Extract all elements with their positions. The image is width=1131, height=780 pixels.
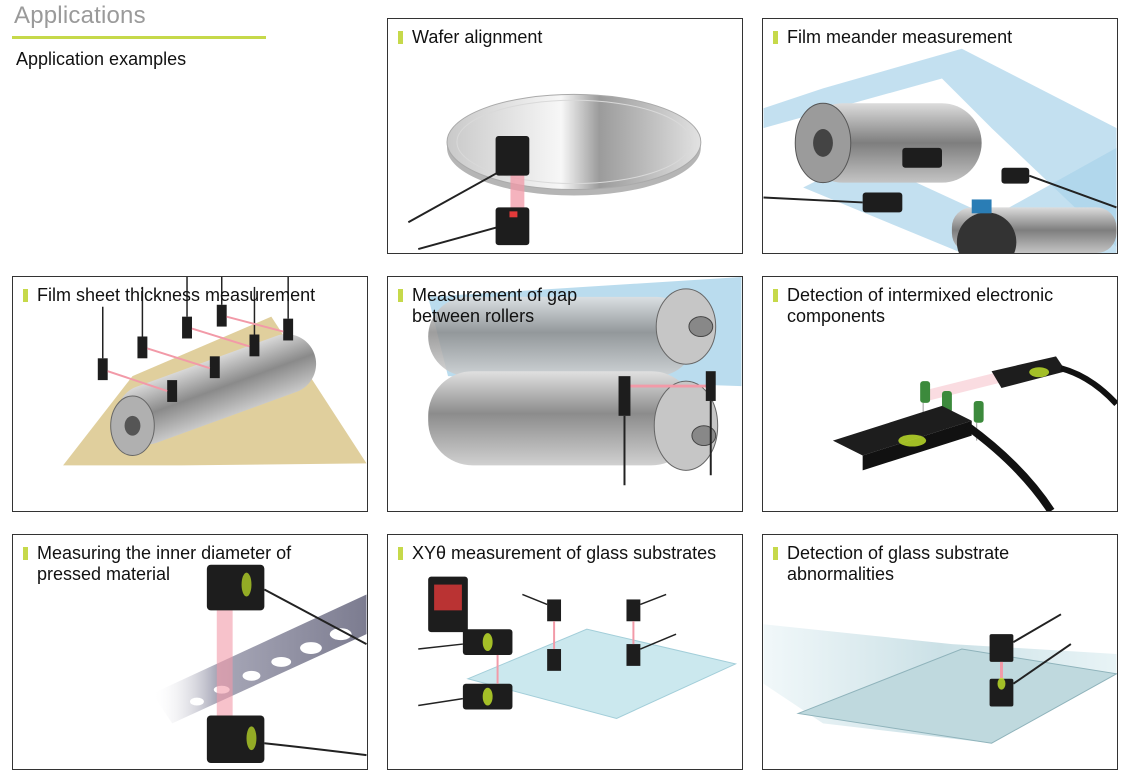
card-title: XYθ measurement of glass substrates — [398, 543, 734, 564]
glass-abnormalities-illustration — [763, 613, 1117, 744]
card-title: Detection of glass substrate abnormaliti… — [773, 543, 1109, 585]
card-title-text: XYθ measurement of glass substrates — [412, 543, 717, 563]
card-title-text: Wafer alignment — [412, 27, 543, 47]
card-title-text: Detection of glass substrate abnormaliti… — [787, 543, 1010, 584]
card-title-text: Detection of intermixed electronic compo… — [787, 285, 1054, 326]
bullet-marker — [773, 289, 778, 302]
roller-gap-illustration — [428, 277, 742, 486]
application-card-film-sheet-thickness: Film sheet thickness measurement — [12, 276, 368, 512]
film-thickness-illustration — [63, 277, 367, 466]
card-title-text: Measurement of gap between rollers — [412, 285, 578, 326]
intermixed-components-illustration — [832, 356, 1117, 511]
application-card-intermixed-components: Detection of intermixed electronic compo… — [762, 276, 1118, 512]
application-card-xytheta-glass: XYθ measurement of glass substrates — [387, 534, 743, 770]
bullet-marker — [773, 31, 778, 44]
page-title: Applications — [14, 2, 146, 29]
card-title-text: Measuring the inner diameter of pressed … — [37, 543, 292, 584]
bullet-marker — [398, 289, 403, 302]
application-card-wafer-alignment: Wafer alignment — [387, 18, 743, 254]
bullet-marker — [23, 547, 28, 560]
title-underline — [12, 36, 266, 39]
card-title: Wafer alignment — [398, 27, 734, 48]
card-title: Measuring the inner diameter of pressed … — [23, 543, 359, 585]
card-title-text: Film sheet thickness measurement — [37, 285, 316, 305]
card-title-text: Film meander measurement — [787, 27, 1013, 47]
card-title: Measurement of gap between rollers — [398, 285, 734, 327]
wafer-alignment-illustration — [407, 93, 702, 250]
application-card-roller-gap: Measurement of gap between rollers — [387, 276, 743, 512]
card-title: Film meander measurement — [773, 27, 1109, 48]
inner-diameter-illustration — [152, 564, 367, 764]
bullet-marker — [398, 547, 403, 560]
bullet-marker — [23, 289, 28, 302]
film-meander-illustration — [763, 48, 1117, 253]
page-subtitle: Application examples — [16, 49, 187, 69]
xytheta-glass-illustration — [418, 576, 738, 719]
bullet-marker — [773, 547, 778, 560]
bullet-marker — [398, 31, 403, 44]
application-card-inner-diameter: Measuring the inner diameter of pressed … — [12, 534, 368, 770]
card-title: Detection of intermixed electronic compo… — [773, 285, 1109, 327]
application-card-glass-abnormalities: Detection of glass substrate abnormaliti… — [762, 534, 1118, 770]
card-title: Film sheet thickness measurement — [23, 285, 359, 306]
application-card-film-meander: Film meander measurement — [762, 18, 1118, 254]
